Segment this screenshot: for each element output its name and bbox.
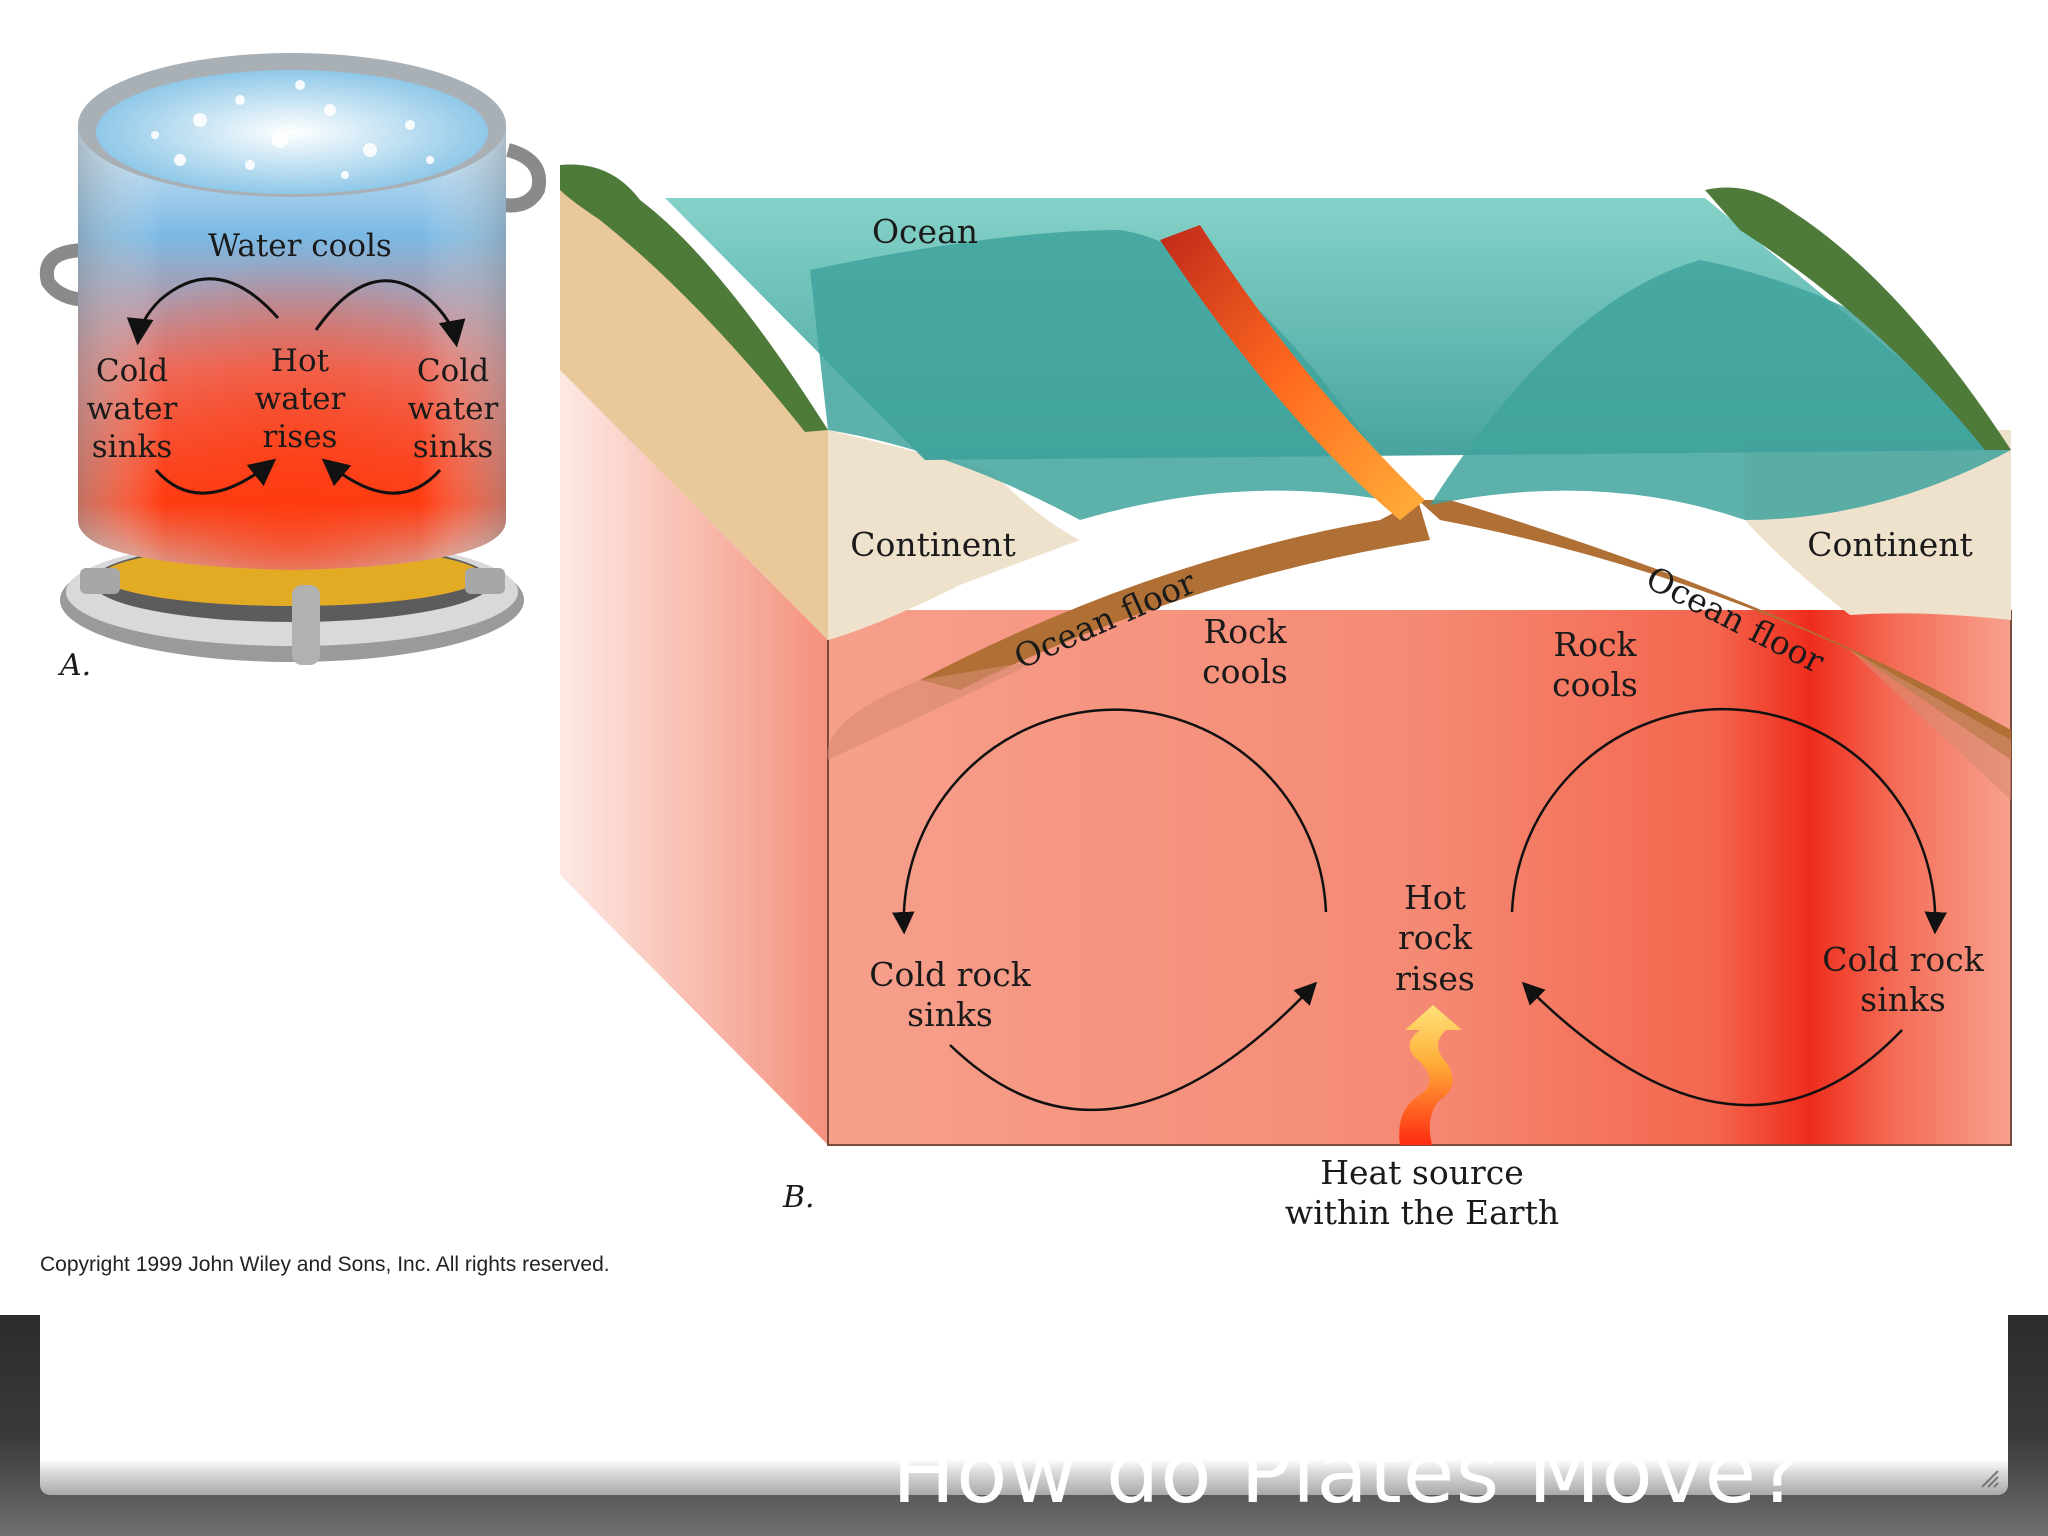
label-continent-left: Continent bbox=[850, 525, 1016, 564]
label-continent-right: Continent bbox=[1807, 525, 1973, 564]
label-heat-source: Heat source within the Earth bbox=[1284, 1153, 1560, 1233]
panel-b-block-diagram bbox=[560, 164, 2012, 1146]
copyright-notice: Copyright 1999 John Wiley and Sons, Inc.… bbox=[40, 1253, 610, 1276]
ocean-floor-left-slab bbox=[920, 500, 1430, 690]
slide-title: How do Plates Move? bbox=[892, 1424, 1803, 1522]
continent-left-crust bbox=[828, 430, 1080, 640]
ocean-floor-right-slab bbox=[1418, 500, 2011, 760]
label-water-cools: Water cools bbox=[208, 228, 392, 264]
panel-b-letter: B. bbox=[783, 1180, 815, 1215]
label-rock-cools-left: Rock cools bbox=[1202, 612, 1288, 692]
mid-ocean-ridge-lava bbox=[1160, 225, 1425, 520]
label-cold-rock-sinks-right: Cold rock sinks bbox=[1822, 940, 1984, 1020]
label-hot-rock-rises: Hot rock rises bbox=[1395, 878, 1475, 998]
slide-content-panel bbox=[40, 1315, 2008, 1495]
label-hot-water-rises: Hot water rises bbox=[254, 343, 346, 455]
panel-a-pot-illustration bbox=[39, 53, 547, 665]
label-cold-rock-sinks-left: Cold rock sinks bbox=[869, 955, 1031, 1035]
label-rock-cools-right: Rock cools bbox=[1552, 625, 1638, 705]
panel-a-letter: A. bbox=[60, 648, 92, 683]
label-cold-water-sinks-right: Cold water sinks bbox=[407, 353, 499, 465]
heat-rising-arrow bbox=[1399, 1005, 1462, 1145]
label-cold-water-sinks-left: Cold water sinks bbox=[86, 353, 178, 465]
label-ocean: Ocean bbox=[872, 212, 978, 251]
resize-grip-icon[interactable] bbox=[1976, 1465, 2000, 1489]
